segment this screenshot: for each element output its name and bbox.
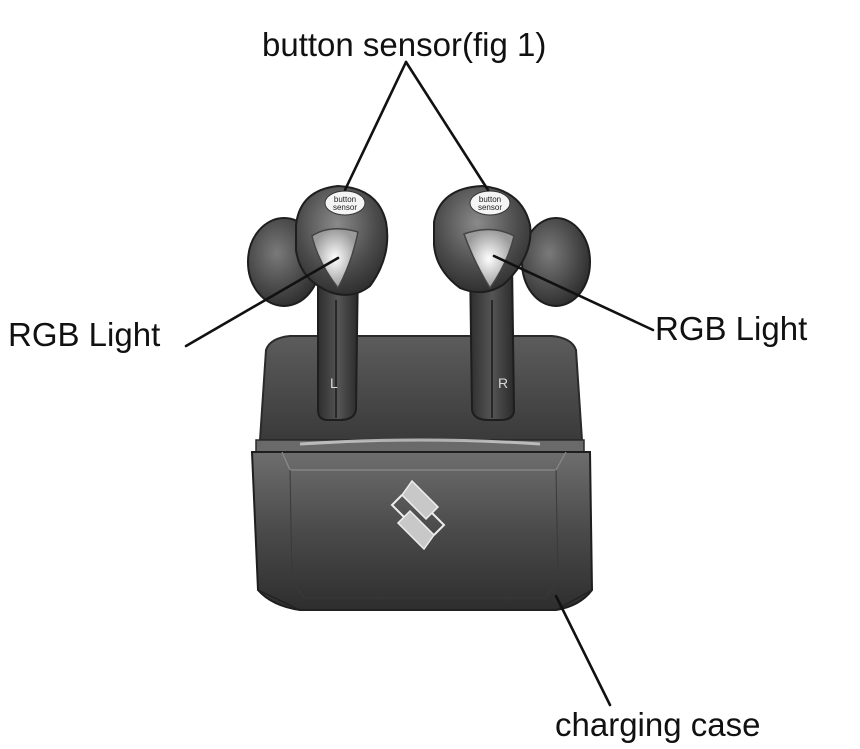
right-earbud bbox=[433, 184, 591, 421]
leader-sensor-left bbox=[343, 60, 408, 192]
right-ear-tip bbox=[521, 217, 591, 307]
right-side-mark: R bbox=[498, 375, 508, 391]
left-stem bbox=[317, 261, 360, 421]
left-sensor-text-2: sensor bbox=[333, 203, 357, 212]
rgb-light-right-label: RGB Light bbox=[655, 310, 808, 347]
button-sensor-label: button sensor(fig 1) bbox=[262, 26, 547, 63]
leader-rgb-right bbox=[492, 254, 655, 332]
right-sensor-text-2: sensor bbox=[478, 203, 502, 212]
right-sensor-text-1: button bbox=[479, 195, 501, 204]
rgb-light-left-label: RGB Light bbox=[8, 316, 161, 353]
right-button-sensor bbox=[469, 190, 511, 216]
case-seam bbox=[255, 439, 585, 453]
leader-sensor-right bbox=[404, 60, 490, 192]
left-sensor-text-1: button bbox=[334, 195, 356, 204]
brand-logo-icon bbox=[390, 479, 446, 551]
callout-lines bbox=[184, 60, 655, 707]
leader-charging-case bbox=[554, 594, 612, 707]
left-side-mark: L bbox=[330, 375, 338, 391]
leader-rgb-left bbox=[184, 256, 340, 348]
case-lid bbox=[258, 335, 584, 441]
charging-case-label: charging case bbox=[555, 706, 761, 743]
